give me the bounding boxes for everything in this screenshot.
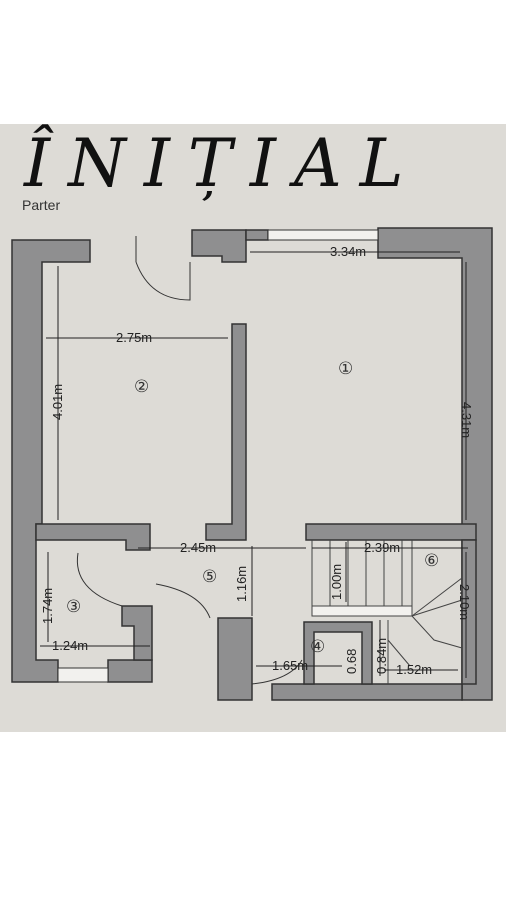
dim-2-75: 2.75m bbox=[116, 330, 152, 345]
window-left-bottom bbox=[57, 667, 109, 683]
wall-top-right bbox=[245, 229, 269, 241]
door-bottom-hall bbox=[251, 659, 303, 685]
door-entrance bbox=[135, 236, 191, 301]
dim-1-00: 1.00m bbox=[329, 564, 344, 600]
dim-0-68: 0.68 bbox=[344, 649, 359, 674]
room-number-5: ⑤ bbox=[202, 567, 217, 587]
room-number-1: ① bbox=[338, 359, 353, 379]
dim-1-24: 1.24m bbox=[52, 638, 88, 653]
wall-room3-right bbox=[121, 605, 153, 661]
dim-3-34: 3.34m bbox=[330, 244, 366, 259]
dim-4-01: 4.01m bbox=[50, 384, 65, 420]
dim-2-39: 2.39m bbox=[364, 540, 400, 555]
dim-1-52: 1.52m bbox=[396, 662, 432, 677]
dim-2-10: 2.10m bbox=[457, 584, 472, 620]
room-number-2: ② bbox=[134, 377, 149, 397]
wall-top-mid bbox=[191, 229, 247, 263]
dim-1-65: 1.65m bbox=[272, 658, 308, 673]
wall-interior-vertical bbox=[205, 323, 247, 541]
wall-wc bbox=[303, 621, 373, 685]
window-top bbox=[267, 229, 379, 241]
dim-1-74: 1.74m bbox=[40, 588, 55, 624]
floor-plan-background bbox=[0, 124, 506, 732]
dim-1-16: 1.16m bbox=[234, 566, 249, 602]
dim-4-31: 4.31m bbox=[459, 402, 474, 438]
room-number-4: ④ bbox=[310, 637, 325, 657]
page-title: ÎNIȚIAL bbox=[24, 125, 422, 202]
wall-bottom-right bbox=[271, 683, 463, 701]
wall-h-room1-bottom bbox=[305, 523, 477, 541]
wall-h-room2-bottom bbox=[35, 523, 151, 551]
dim-0-84: 0.84m bbox=[374, 638, 389, 674]
staircase bbox=[311, 540, 463, 684]
wall-bottom-left-room3 bbox=[107, 659, 153, 683]
door-room3 bbox=[76, 552, 123, 607]
room-number-3: ③ bbox=[66, 597, 81, 617]
door-hall bbox=[155, 583, 211, 619]
wall-hall-bottom-left bbox=[217, 617, 253, 701]
room-number-6: ⑥ bbox=[424, 551, 439, 571]
dim-2-45: 2.45m bbox=[180, 540, 216, 555]
floor-label: Parter bbox=[22, 197, 61, 213]
